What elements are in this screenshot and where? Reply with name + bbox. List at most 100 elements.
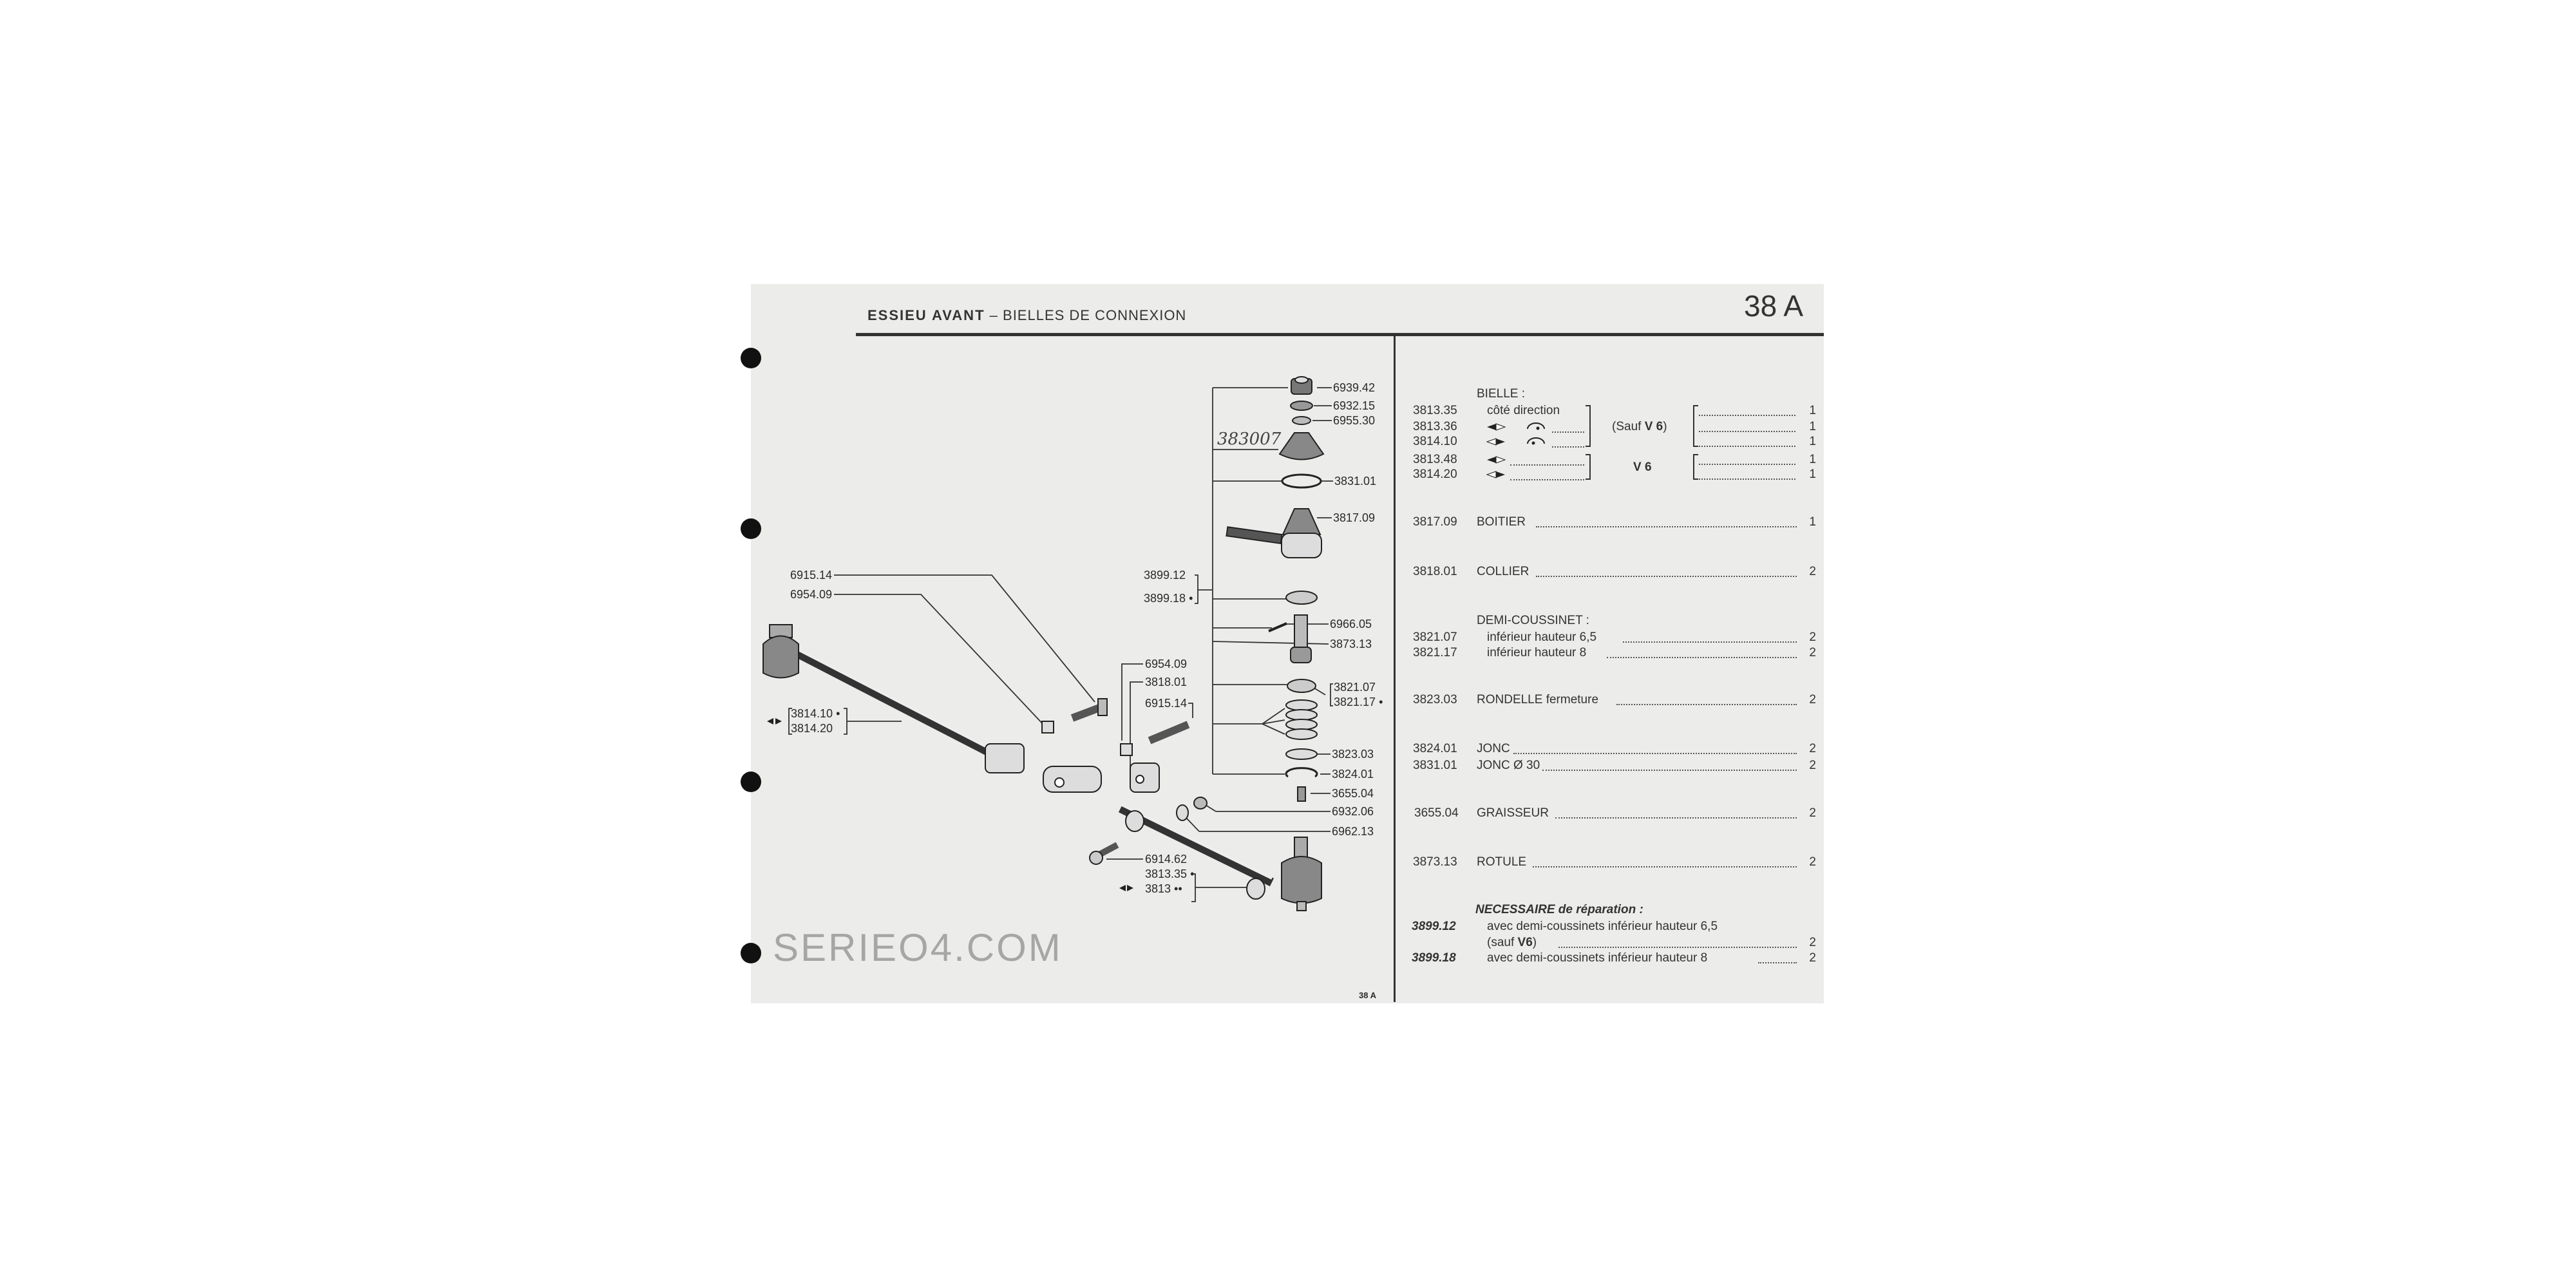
part-qty: 1 — [1809, 420, 1816, 433]
washer-3823-03-icon — [1285, 748, 1318, 760]
spring-washers-icon — [1285, 699, 1318, 740]
callout-label: 3655.04 — [1332, 787, 1374, 800]
part-qty: 2 — [1809, 630, 1816, 644]
part-qty: 2 — [1809, 855, 1816, 869]
part-desc: avec demi-coussinets inférieur hauteur 6… — [1487, 920, 1718, 933]
part-ref: 3821.07 — [1413, 630, 1457, 644]
bolt-6915-14-icon — [1070, 698, 1108, 722]
part-qty: 2 — [1809, 759, 1816, 772]
part-qty: 2 — [1809, 742, 1816, 755]
callout-label: 3899.18 • — [1144, 592, 1193, 605]
part-desc: BOITIER — [1477, 515, 1526, 529]
part-desc: inférieur hauteur 8 — [1487, 646, 1587, 659]
right-hand-arrow-icon — [1486, 471, 1505, 478]
callout-label: 6915.14 — [790, 569, 833, 582]
section-title: ESSIEU AVANT — [867, 307, 985, 323]
section-subtitle: BIELLES DE CONNEXION — [1003, 307, 1187, 323]
part-qty: 2 — [1809, 806, 1816, 820]
callout-label: 3899.12 — [1144, 569, 1186, 582]
title-separator: – — [989, 307, 998, 323]
part-ref: 3824.01 — [1413, 742, 1457, 755]
right-hand-arrow-icon — [1486, 438, 1505, 446]
part-ref: 3817.09 — [1413, 515, 1457, 529]
punch-hole-icon — [741, 772, 761, 792]
part-qty: 1 — [1809, 404, 1816, 417]
double-arrow-icon — [1119, 885, 1133, 891]
column-divider — [1394, 335, 1396, 1002]
callout-label: 6939.42 — [1333, 381, 1376, 394]
callout-label: 3824.01 — [1332, 768, 1374, 781]
bolt-6914-62-icon — [1089, 842, 1119, 865]
part-ref: 3814.20 — [1413, 468, 1457, 481]
part-ref: 3813.35 — [1413, 404, 1457, 417]
part-ref: 3823.03 — [1413, 693, 1457, 706]
part-qty: 2 — [1809, 951, 1816, 965]
callout-label: 6955.30 — [1333, 414, 1376, 427]
punch-hole-icon — [741, 518, 761, 539]
callout-label: 6932.06 — [1332, 805, 1374, 818]
punch-hole-icon — [741, 943, 761, 963]
hand-side-symbols — [1486, 422, 1545, 478]
part-qty: 1 — [1809, 468, 1816, 481]
part-qty: 2 — [1809, 936, 1816, 949]
circlip-3831-01-icon — [1281, 473, 1322, 489]
bolt-mid-icon — [1148, 721, 1190, 744]
washer-6954-09-icon — [1041, 721, 1054, 734]
part-qty: 2 — [1809, 646, 1816, 659]
callout-label: 6915.14 — [1145, 697, 1188, 710]
group-heading-demi-coussinet: DEMI-COUSSINET : — [1477, 614, 1589, 627]
callout-label: 6954.09 — [1145, 658, 1188, 670]
part-desc-note: (sauf V6) — [1487, 936, 1537, 949]
callout-label: 3814.20 — [791, 722, 833, 735]
nut-6932-06-icon — [1193, 797, 1208, 810]
callout-label: 3813 •• — [1145, 882, 1182, 895]
callout-label: 3821.07 — [1334, 681, 1376, 694]
page-reference: 38 A — [1744, 289, 1804, 323]
callout-label: 3831.01 — [1334, 475, 1377, 488]
part-desc: côté direction — [1487, 404, 1560, 417]
ball-joint-housing-3817-09-icon — [1226, 508, 1322, 558]
nut-6939-42-icon — [1291, 376, 1312, 395]
part-ref: 3899.18 — [1412, 951, 1456, 965]
variant-note-sauf-v6: (Sauf V 6) — [1612, 420, 1667, 433]
part-ref: 3831.01 — [1413, 759, 1457, 772]
part-desc: COLLIER — [1477, 565, 1530, 578]
part-desc: ROTULE — [1477, 855, 1527, 869]
part-ref: 3873.13 — [1413, 855, 1457, 869]
part-desc: JONC Ø 30 — [1477, 759, 1540, 772]
part-ref: 3813.48 — [1413, 453, 1457, 466]
part-desc: RONDELLE fermeture — [1477, 693, 1599, 706]
left-hand-arrow-icon — [1487, 456, 1506, 464]
part-list-brackets — [1586, 405, 1698, 480]
part-qty: 1 — [1809, 435, 1816, 448]
callout-label: 3823.03 — [1332, 748, 1374, 761]
callout-label: 3821.17 • — [1334, 696, 1383, 708]
handwritten-note: 383007 — [1217, 430, 1282, 449]
left-hand-arrow-icon — [1487, 423, 1506, 431]
dust-boot-icon — [1278, 432, 1325, 460]
callout-label: 6962.13 — [1332, 825, 1374, 838]
circlip-3824-01-icon — [1285, 767, 1318, 778]
callout-label: 6954.09 — [790, 588, 833, 601]
grease-nipple-icon — [1297, 786, 1306, 802]
washer-6955-30-icon — [1292, 416, 1311, 425]
part-ref: 3814.10 — [1413, 435, 1457, 448]
header-rule — [856, 333, 1824, 336]
punch-hole-icon — [741, 348, 761, 368]
tie-rod-left-icon — [762, 624, 1025, 773]
cup-ring-icon — [1285, 591, 1318, 605]
part-qty: 1 — [1809, 453, 1816, 466]
washer-6954-09-mid-icon — [1120, 743, 1133, 756]
part-desc: GRAISSEUR — [1477, 806, 1549, 820]
central-coupling-icon — [1043, 766, 1102, 793]
callout-label: 3818.01 — [1145, 676, 1188, 688]
leader-lines — [788, 387, 1333, 902]
part-ref: 3899.12 — [1412, 920, 1456, 933]
callout-label: 3814.10 • — [791, 707, 840, 720]
clamp-3818-01-icon — [1130, 762, 1160, 793]
half-bearing-3821-icon — [1287, 679, 1316, 693]
part-ref: 3818.01 — [1413, 565, 1457, 578]
part-desc: JONC — [1477, 742, 1510, 755]
hole-punch-marks — [741, 348, 761, 963]
